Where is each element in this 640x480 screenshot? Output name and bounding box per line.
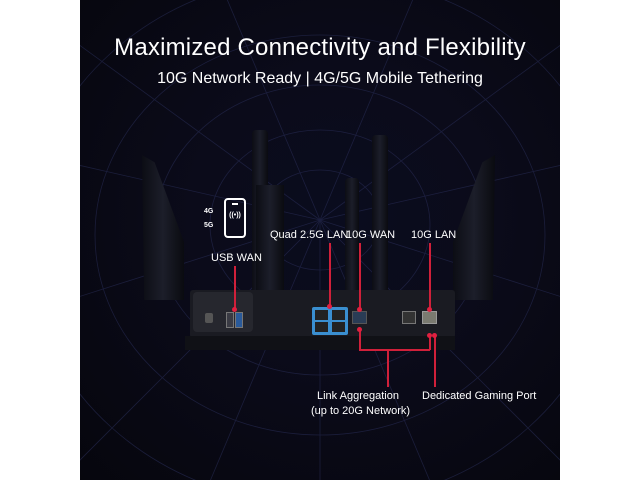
router-base [185, 336, 455, 350]
network-5g-label: 5G [204, 222, 214, 229]
leader-10g-lan [429, 243, 431, 311]
leader-link-agg-horizontal [359, 349, 430, 351]
wifi-signal-icon: ((•)) [229, 212, 241, 219]
wan-10g-port [352, 311, 367, 324]
quad-lan-block [312, 307, 348, 335]
network-4g-label: 4G [204, 208, 214, 215]
leader-dot [327, 304, 332, 309]
antenna-right-inner [372, 135, 388, 305]
leader-link-agg-lan [429, 335, 431, 350]
page-title: Maximized Connectivity and Flexibility [114, 34, 526, 61]
lan-10g-port [422, 311, 437, 324]
router-left-module [193, 292, 253, 332]
leader-dot [357, 327, 362, 332]
usb-port-2 [235, 312, 243, 328]
leader-dot [357, 307, 362, 312]
leader-quad-lan [329, 243, 331, 307]
antenna-center [345, 178, 359, 298]
callout-link-aggregation-sub: (up to 20G Network) [311, 405, 411, 417]
callout-usb-wan: USB WAN [211, 252, 262, 264]
leader-link-agg-down [387, 349, 389, 387]
callout-link-aggregation: Link Aggregation [317, 390, 399, 402]
usb-port-1 [226, 312, 234, 328]
product-image-panel: Maximized Connectivity and Flexibility 1… [80, 0, 560, 480]
leader-gaming-port [434, 335, 436, 387]
lan-port [402, 311, 416, 324]
leader-dot [232, 307, 237, 312]
callout-quad-lan: Quad 2.5G LAN [270, 229, 349, 241]
callout-10g-wan: 10G WAN [346, 229, 396, 241]
leader-dot [432, 333, 437, 338]
antenna-left-mid [256, 185, 284, 305]
leader-usb-wan [234, 266, 236, 310]
power-port [205, 313, 213, 323]
leader-dot [427, 333, 432, 338]
leader-link-agg-wan [359, 330, 361, 350]
callout-gaming-port: Dedicated Gaming Port [422, 390, 537, 402]
leader-dot [427, 307, 432, 312]
leader-10g-wan [359, 243, 361, 311]
callout-10g-lan: 10G LAN [411, 229, 457, 241]
page-subtitle: 10G Network Ready | 4G/5G Mobile Tetheri… [157, 70, 483, 87]
phone-icon: ((•)) [224, 198, 246, 238]
